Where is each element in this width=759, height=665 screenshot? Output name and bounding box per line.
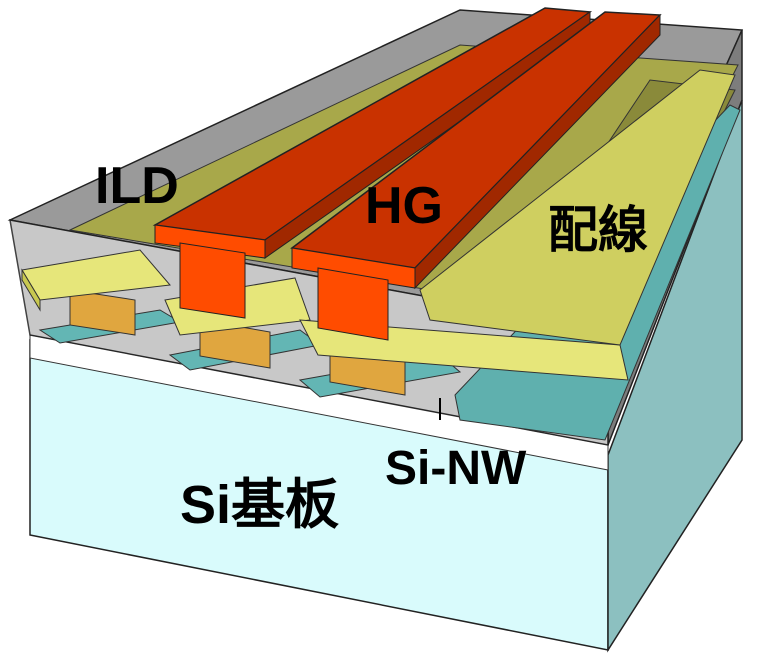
hg-gate-side — [414, 13, 661, 290]
hg-gate-stem — [317, 267, 389, 341]
ild-label: ILD — [95, 157, 179, 215]
wiring-block-side — [21, 268, 41, 312]
si-substrate-side — [607, 99, 743, 653]
contact-pillar — [199, 319, 271, 369]
wiring-label: 配線 — [548, 202, 648, 258]
si-nw-label: Si-NW — [385, 442, 527, 495]
hg-label: HG — [365, 177, 443, 235]
wiring-diagonal-bar — [419, 69, 736, 346]
hg-gate-stem — [179, 242, 246, 319]
contact-pillar — [69, 289, 136, 336]
si-substrate-label: Si基板 — [180, 475, 340, 535]
